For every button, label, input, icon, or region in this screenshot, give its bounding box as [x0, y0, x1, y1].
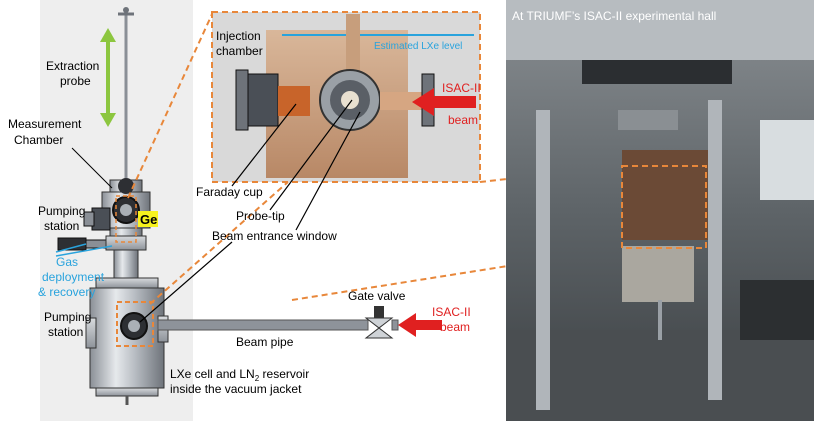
isac-beam-arrow-main	[398, 313, 442, 337]
label-faraday-cup: Faraday cup	[196, 185, 263, 199]
beam-pipe	[157, 319, 369, 331]
photo-caption: At TRIUMF’s ISAC-II experimental hall	[512, 9, 716, 23]
label-estimated-lxe-level: Estimated LXe level	[374, 41, 462, 52]
label-extraction-probe: Extraction probe	[46, 59, 103, 88]
inset-region-small	[116, 301, 154, 347]
label-pumping-station-bottom: Pumping station	[44, 310, 95, 339]
label-isac-beam-inset: ISAC-II beam	[442, 81, 484, 127]
lab-photo	[506, 0, 814, 421]
leader-gas-2	[55, 245, 113, 257]
label-measurement-chamber: Measurement Chamber	[8, 117, 85, 147]
ge-highlight	[138, 211, 158, 227]
photo-connector-bottom	[291, 247, 623, 301]
gate-valve	[364, 306, 399, 339]
vacuum-jacket	[85, 277, 169, 405]
inset-connector-bottom	[149, 181, 289, 305]
label-gate-valve: Gate valve	[348, 289, 406, 303]
isac-beam-arrow-inset	[412, 88, 476, 116]
label-injection-chamber: Injection chamber	[216, 29, 264, 58]
leader-gas-1	[55, 243, 87, 253]
leader-measurement	[71, 147, 113, 189]
ge-label: Ge	[140, 212, 157, 227]
label-probe-tip: Probe-tip	[236, 209, 285, 223]
extraction-probe	[118, 7, 134, 180]
label-beam-pipe: Beam pipe	[236, 335, 294, 349]
pumping-station-top	[83, 207, 111, 231]
leader-window-inset	[295, 111, 361, 231]
photo-highlight-box	[621, 165, 707, 249]
leader-faraday	[231, 103, 297, 187]
label-gas-deployment: Gas deployment & recovery	[38, 255, 107, 299]
label-beam-entrance-window: Beam entrance window	[212, 229, 337, 243]
leader-probetip	[269, 99, 353, 211]
label-isac-beam-main: ISAC-II beam	[432, 305, 474, 334]
inset-region-ge	[115, 195, 137, 243]
label-pumping-station-top: Pumping station	[38, 204, 89, 233]
probe-travel-arrow	[100, 28, 116, 127]
chamber-neck	[113, 249, 139, 281]
inset-connector-top	[127, 11, 214, 199]
label-lxe-cell: LXe cell and LN2 reservoir inside the va…	[170, 367, 313, 396]
leader-beam-window	[139, 241, 233, 323]
